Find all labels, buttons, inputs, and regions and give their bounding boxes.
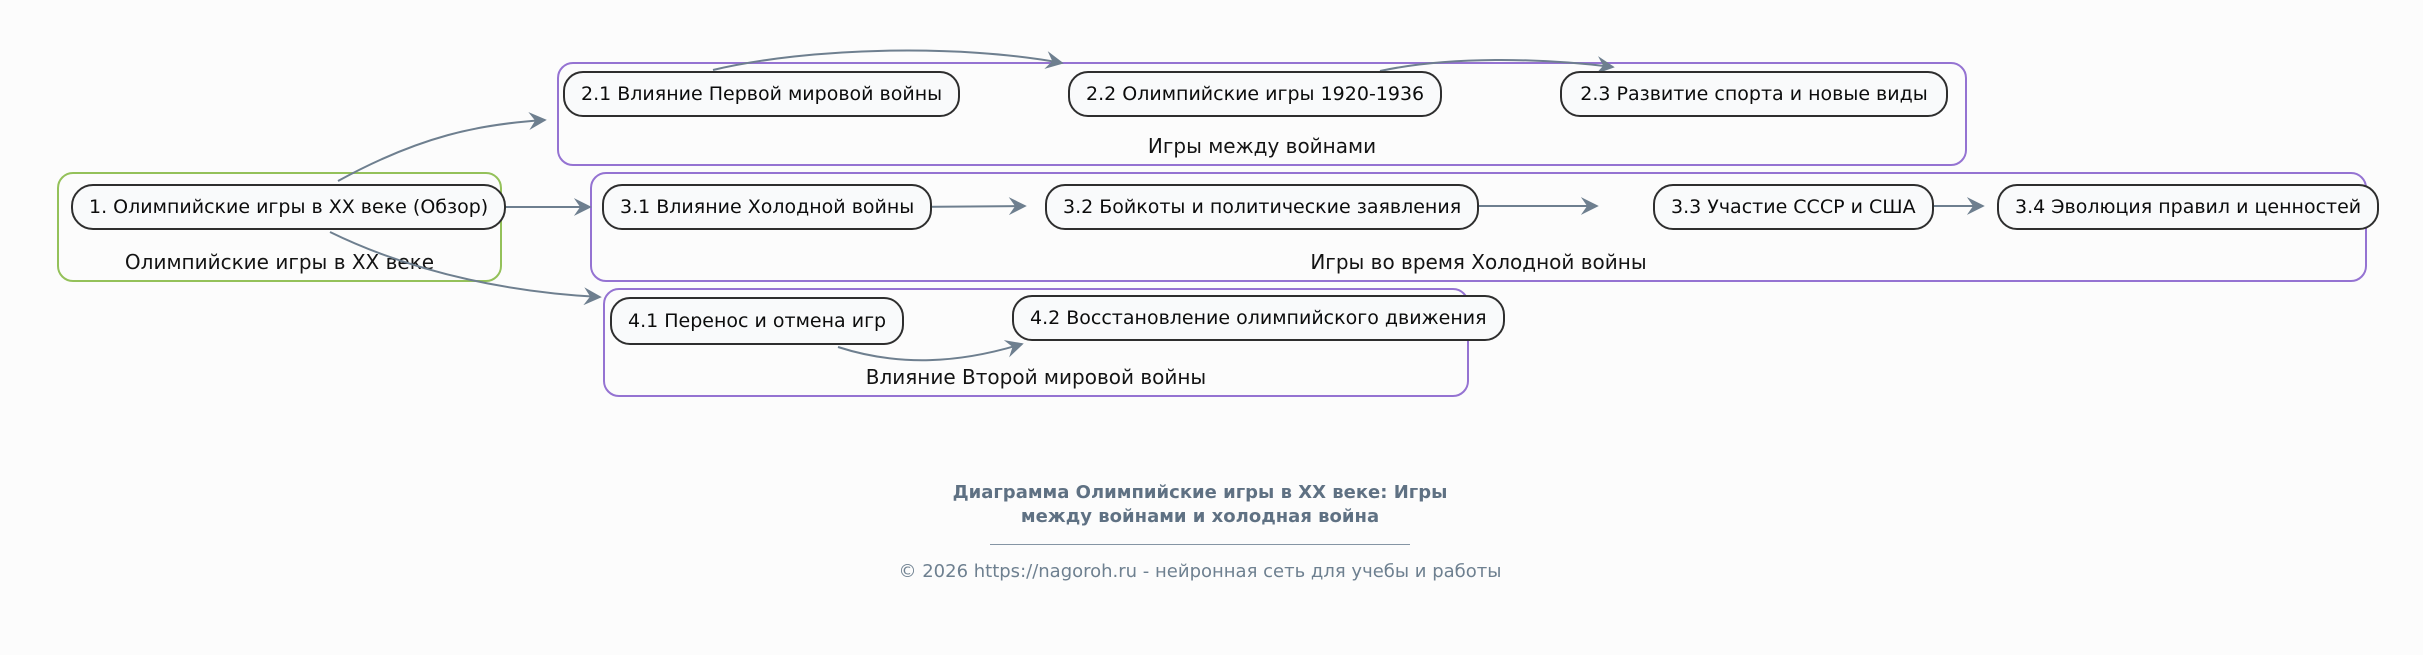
node-3-1: 3.1 Влияние Холодной войны xyxy=(602,184,933,230)
copyright-text: © 2026 https://nagoroh.ru - нейронная се… xyxy=(898,560,1502,582)
node-3-2: 3.2 Бойкоты и политические заявления xyxy=(1045,184,1480,230)
edge-2-1-to-2-2 xyxy=(712,49,1064,71)
node-1-overview: 1. Олимпийские игры в XX веке (Обзор) xyxy=(71,184,507,230)
node-2-3: 2.3 Развитие спорта и новые виды xyxy=(1560,71,1948,117)
edge-1-to-4-1 xyxy=(329,231,602,306)
footer: Диаграмма Олимпийские игры в XX веке: Иг… xyxy=(850,481,1550,582)
node-2-1: 2.1 Влияние Первой мировой войны xyxy=(563,71,961,117)
node-4-1: 4.1 Перенос и отмена игр xyxy=(610,297,905,345)
node-3-4: 3.4 Эволюция правил и ценностей xyxy=(1997,184,2380,230)
edge-4-1-to-4-2 xyxy=(837,340,1024,362)
edge-1-to-2-1 xyxy=(337,112,547,182)
diagram-title: Диаграмма Олимпийские игры в XX веке: Иг… xyxy=(952,482,1448,528)
group-interwar-label: Игры между войнами xyxy=(1147,134,1377,158)
node-4-2: 4.2 Восстановление олимпийского движения xyxy=(1012,295,1505,341)
group-interwar: Игры между войнами xyxy=(557,62,1967,166)
edge-2-2-to-2-3 xyxy=(1379,56,1615,74)
group-coldwar-label: Игры во время Холодной войны xyxy=(1310,250,1647,274)
footer-divider xyxy=(990,543,1410,545)
group-ww2: Влияние Второй мировой войны xyxy=(603,288,1469,397)
group-ww2-label: Влияние Второй мировой войны xyxy=(865,365,1207,389)
node-2-2: 2.2 Олимпийские игры 1920-1936 xyxy=(1068,71,1443,117)
node-3-3: 3.3 Участие СССР и США xyxy=(1653,184,1934,230)
